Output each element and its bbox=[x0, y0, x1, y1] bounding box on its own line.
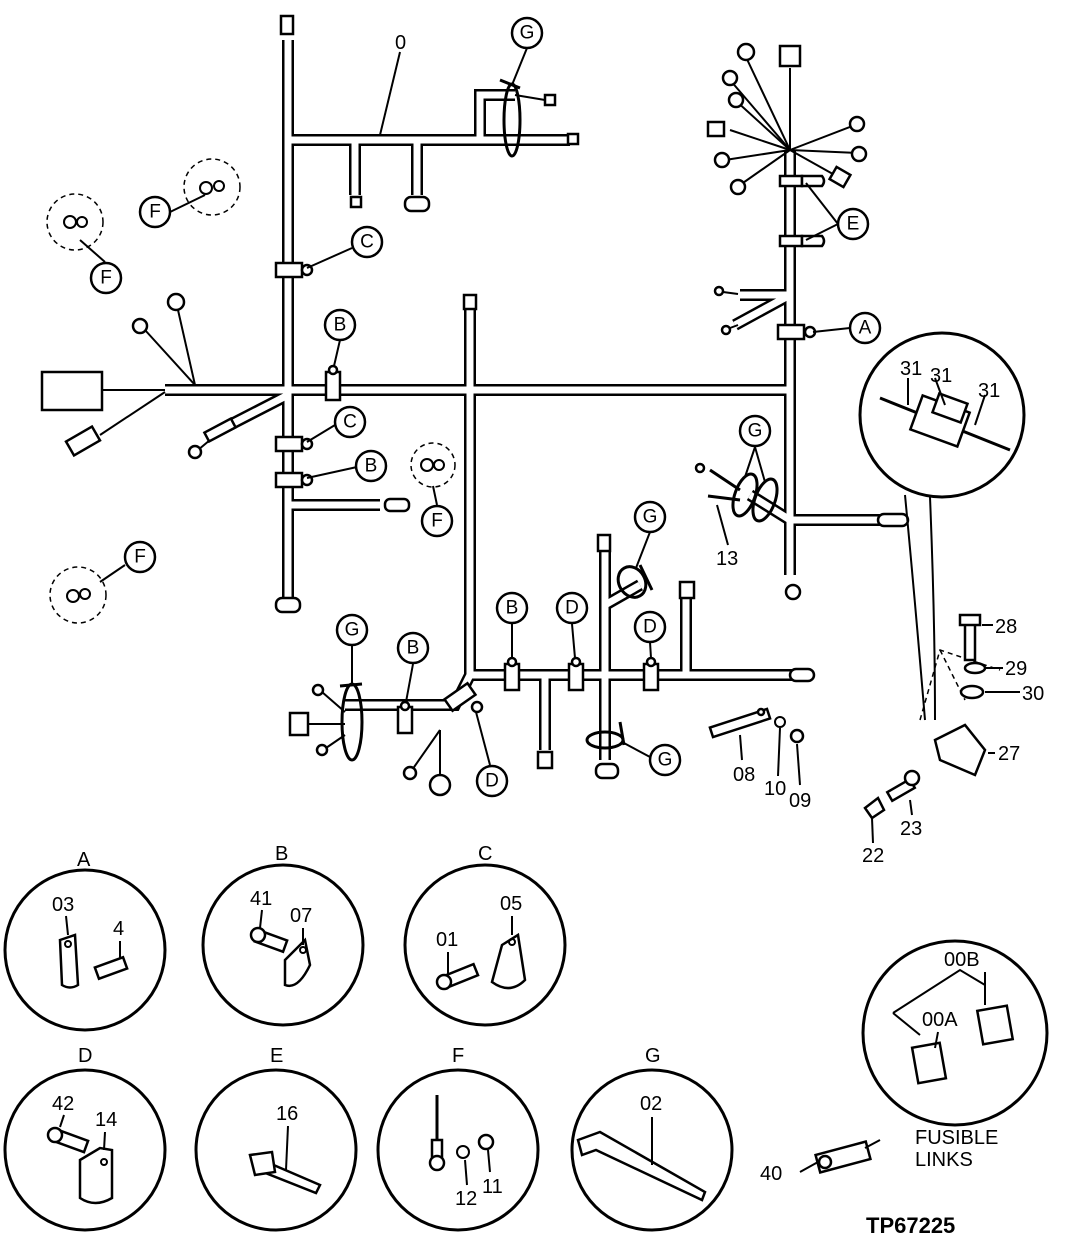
callout-d-low-1: D bbox=[555, 591, 589, 625]
part-31-label-b: 31 bbox=[930, 365, 952, 387]
callout-f-2: F bbox=[89, 261, 123, 295]
callout-b-low-1: B bbox=[495, 591, 529, 625]
callout-g-right: G bbox=[738, 414, 772, 448]
inset-31: 31 31 31 bbox=[858, 331, 1026, 721]
part-23-label: 23 bbox=[900, 818, 922, 840]
part-28-label: 28 bbox=[995, 616, 1017, 638]
detail-view-g: G 02 bbox=[570, 1045, 734, 1232]
f-nut-details bbox=[46, 158, 456, 624]
svg-text:G: G bbox=[643, 507, 658, 528]
callout-c-upper: C bbox=[350, 225, 384, 259]
detail-e-part-1: 16 bbox=[276, 1103, 298, 1125]
part-08-label: 08 bbox=[733, 764, 755, 786]
detail-view-f: F 12 11 bbox=[376, 1045, 540, 1232]
fusible-part-00b: 00B bbox=[944, 949, 980, 971]
svg-text:F: F bbox=[431, 511, 443, 532]
detail-b-title: B bbox=[275, 843, 288, 865]
detail-a-part-1: 03 bbox=[52, 894, 74, 916]
part-30-label: 30 bbox=[1022, 683, 1044, 705]
fusible-connector-part: 40 bbox=[760, 1163, 782, 1185]
harness-part-number: 0 bbox=[395, 32, 406, 54]
callout-b-upper: B bbox=[323, 308, 357, 342]
detail-f-part-2: 11 bbox=[482, 1176, 503, 1198]
callout-d-left: D bbox=[475, 764, 509, 798]
detail-views: A 03 4 B 41 07 C bbox=[3, 843, 734, 1232]
callout-d-low-2: D bbox=[633, 610, 667, 644]
callout-a: A bbox=[848, 311, 882, 345]
callout-f-4: F bbox=[123, 540, 157, 574]
part-09-label: 09 bbox=[789, 790, 811, 812]
detail-g-title: G bbox=[645, 1045, 661, 1067]
detail-e-title: E bbox=[270, 1045, 283, 1067]
detail-f-part-1: 12 bbox=[455, 1188, 477, 1210]
callout-circles: G C B C B F F F F E A G G B D D G B D G bbox=[79, 16, 882, 798]
detail-view-c: C 01 05 bbox=[403, 843, 567, 1027]
fusible-links-label-1: FUSIBLE bbox=[915, 1127, 998, 1149]
detail-d-title: D bbox=[78, 1045, 92, 1067]
part-27-label: 27 bbox=[998, 743, 1020, 765]
svg-text:D: D bbox=[485, 771, 499, 792]
svg-text:D: D bbox=[565, 598, 579, 619]
svg-text:F: F bbox=[134, 547, 146, 568]
svg-text:B: B bbox=[506, 598, 519, 619]
callout-g-top: G bbox=[510, 16, 544, 50]
part-13-label: 13 bbox=[716, 548, 738, 570]
part-10-label: 10 bbox=[764, 778, 786, 800]
detail-b-part-1: 41 bbox=[250, 888, 272, 910]
bracket-assembly: 28 29 30 27 23 22 bbox=[862, 613, 1044, 867]
detail-view-b: B 41 07 bbox=[201, 843, 365, 1027]
fusible-link-connector: 40 FUSIBLE LINKS bbox=[760, 1127, 998, 1185]
callout-g-mid: G bbox=[633, 500, 667, 534]
callout-e: E bbox=[836, 207, 870, 241]
part-22-label: 22 bbox=[862, 845, 884, 867]
callout-g-left: G bbox=[335, 613, 369, 647]
svg-text:D: D bbox=[643, 617, 657, 638]
svg-text:C: C bbox=[343, 412, 357, 433]
detail-a-title: A bbox=[77, 849, 91, 871]
detail-d-part-2: 14 bbox=[95, 1109, 117, 1131]
part-31-label-c: 31 bbox=[978, 380, 1000, 402]
detail-view-d: D 42 14 bbox=[3, 1045, 167, 1232]
figure-id: TP67225 bbox=[866, 1213, 955, 1238]
detail-d-part-1: 42 bbox=[52, 1093, 74, 1115]
detail-view-a: A 03 4 bbox=[3, 849, 167, 1032]
detail-b-part-2: 07 bbox=[290, 905, 312, 927]
detail-g-part-1: 02 bbox=[640, 1093, 662, 1115]
svg-text:A: A bbox=[859, 318, 872, 339]
svg-text:G: G bbox=[658, 750, 673, 771]
detail-a-part-2: 4 bbox=[113, 918, 124, 940]
callout-g-bottom: G bbox=[648, 743, 682, 777]
wiring-harness bbox=[165, 40, 880, 760]
svg-text:F: F bbox=[100, 268, 112, 289]
fusible-part-00a: 00A bbox=[922, 1009, 958, 1031]
detail-view-e: E 16 bbox=[194, 1045, 358, 1232]
svg-text:E: E bbox=[847, 214, 860, 235]
detail-c-part-2: 05 bbox=[500, 893, 522, 915]
svg-text:B: B bbox=[365, 456, 378, 477]
part-29-label: 29 bbox=[1005, 658, 1027, 680]
callout-b-lower: B bbox=[354, 449, 388, 483]
detail-f-title: F bbox=[452, 1045, 464, 1067]
strip-and-nuts: 08 10 09 bbox=[708, 707, 811, 812]
callout-f-1: F bbox=[138, 195, 172, 229]
svg-text:C: C bbox=[360, 232, 374, 253]
callout-c-lower: C bbox=[333, 405, 367, 439]
svg-text:F: F bbox=[149, 202, 161, 223]
svg-text:B: B bbox=[407, 638, 420, 659]
callout-f-3: F bbox=[420, 504, 454, 538]
harness-connectors bbox=[40, 14, 910, 797]
svg-text:B: B bbox=[334, 315, 347, 336]
part-31-label-a: 31 bbox=[900, 358, 922, 380]
fusible-links-inset: 00B 00A bbox=[861, 939, 1049, 1127]
detail-c-part-1: 01 bbox=[436, 929, 458, 951]
numbered-callouts: 0 13 bbox=[379, 32, 738, 570]
detail-c-title: C bbox=[478, 843, 492, 865]
fusible-links-label-2: LINKS bbox=[915, 1149, 973, 1171]
svg-text:G: G bbox=[345, 620, 360, 641]
svg-text:G: G bbox=[748, 421, 763, 442]
callout-b-left: B bbox=[396, 631, 430, 665]
svg-text:G: G bbox=[520, 23, 535, 44]
